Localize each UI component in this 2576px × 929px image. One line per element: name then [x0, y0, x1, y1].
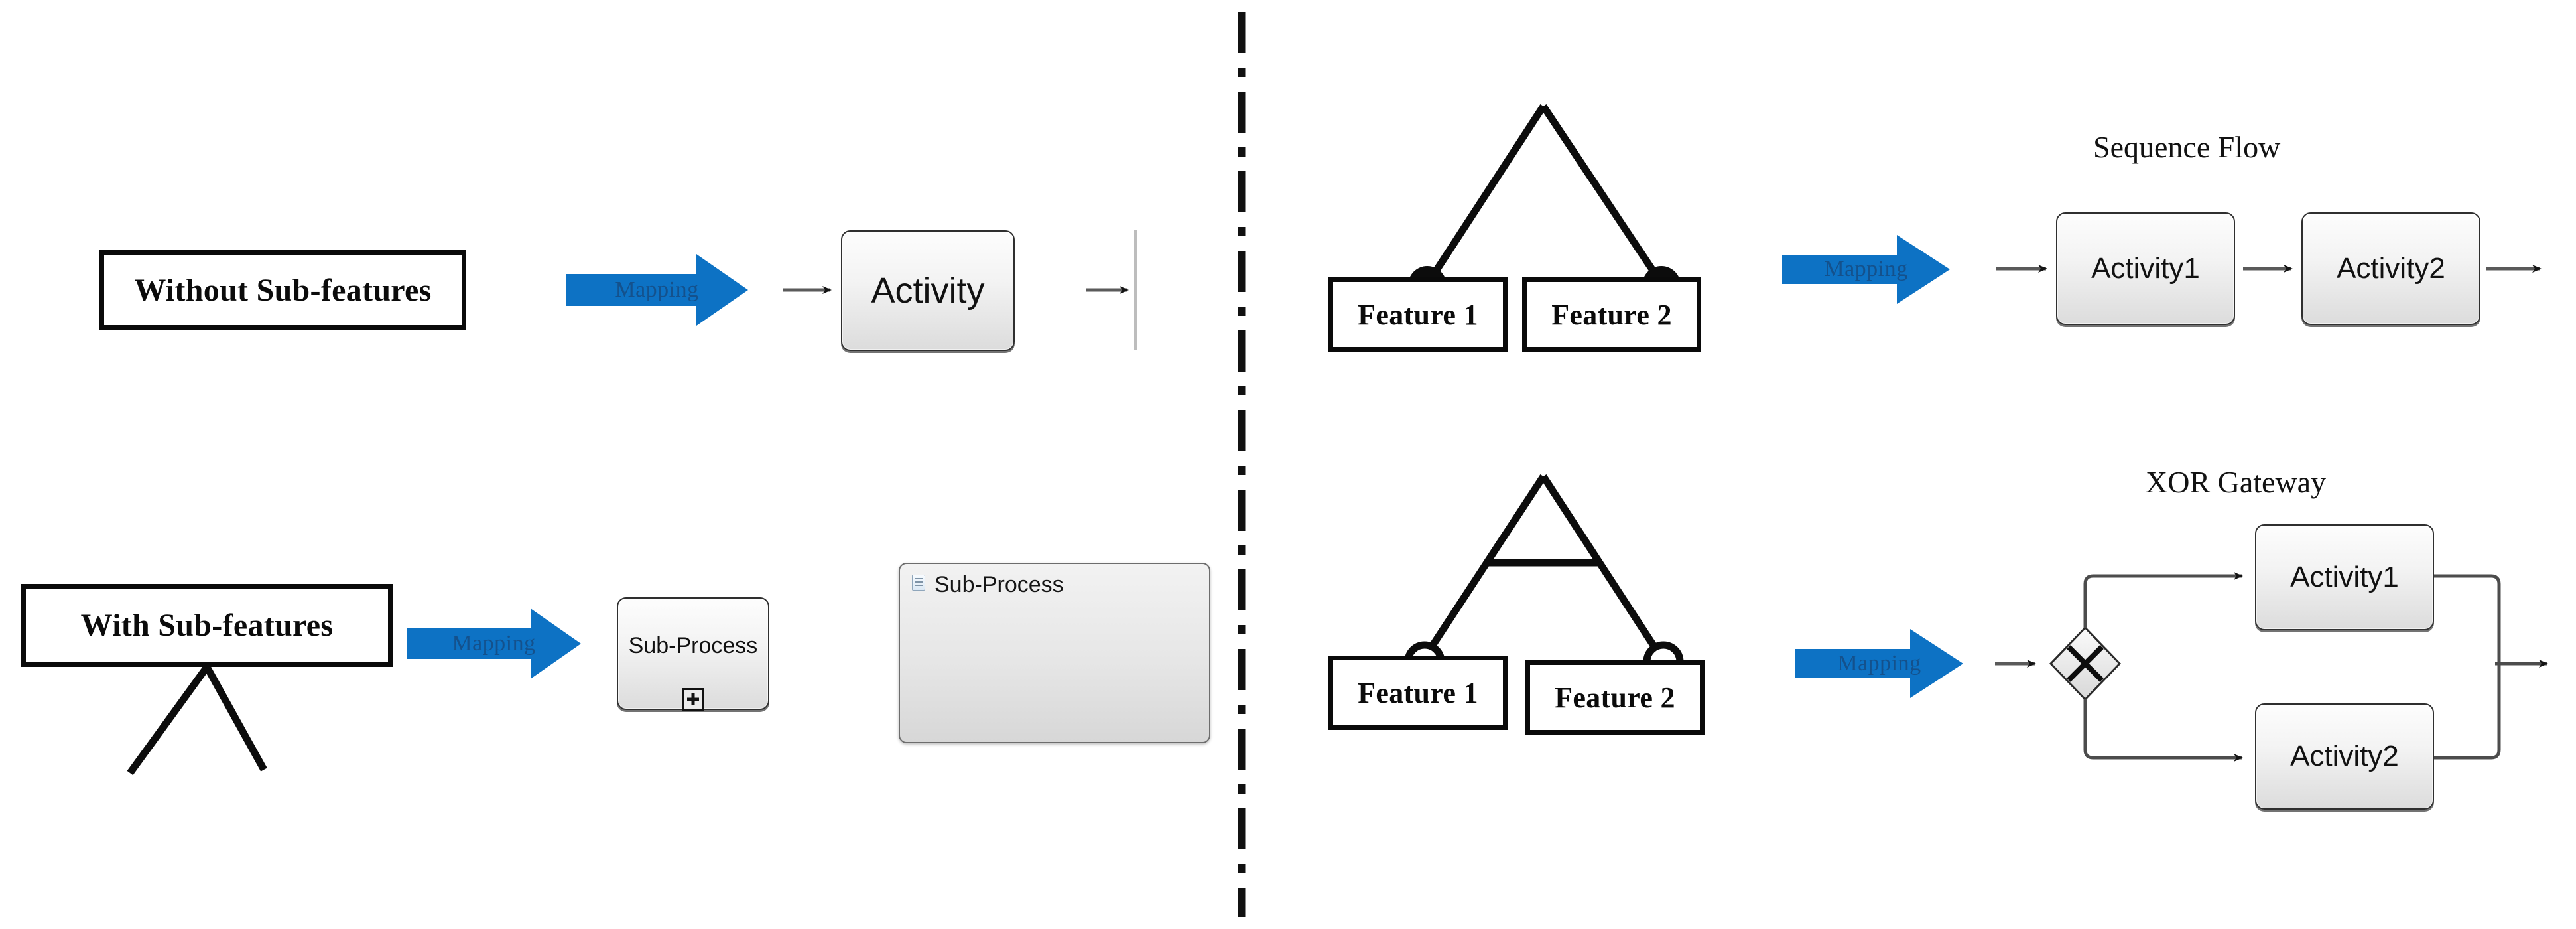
- feature-box-without-sub-features[interactable]: Without Sub-features: [99, 250, 466, 330]
- feature-box-xor-1[interactable]: Feature 1: [1328, 656, 1508, 730]
- mapping-label: Mapping: [1824, 257, 1908, 281]
- alternative-group-tree: [1404, 474, 1684, 682]
- mapping-arrow-shape-4: [1795, 629, 1963, 698]
- bpmn-expanded-subprocess-label: Sub-Process: [934, 572, 1064, 597]
- subprocess-collapse-icon[interactable]: [912, 575, 925, 591]
- bpmn-collapsed-subprocess-box[interactable]: Sub-Process: [617, 597, 769, 711]
- mapping-arrow-1: Mapping: [566, 258, 748, 322]
- feature-box-label: Feature 2: [1551, 298, 1672, 331]
- sub-feature-fork: [127, 664, 267, 776]
- bpmn-activity-label: Activity2: [2290, 740, 2399, 772]
- and-group-tree: [1408, 104, 1681, 305]
- mapping-label: Mapping: [1837, 651, 1921, 676]
- plus-marker-icon: [682, 688, 704, 711]
- mapping-arrow-2: Mapping: [407, 612, 581, 676]
- bpmn-expanded-subprocess-box[interactable]: Sub-Process: [899, 563, 1210, 743]
- bpmn-xor-activity1-box[interactable]: Activity1: [2255, 524, 2434, 630]
- feature-box-label: Without Sub-features: [134, 272, 432, 308]
- caption-text: XOR Gateway: [2146, 465, 2327, 499]
- caption-xor-gateway: XOR Gateway: [2146, 464, 2326, 500]
- mapping-label: Mapping: [452, 631, 536, 656]
- feature-box-label: With Sub-features: [80, 608, 334, 643]
- bpmn-xor-activity2-box[interactable]: Activity2: [2255, 703, 2434, 810]
- feature-box-label: Feature 2: [1555, 681, 1675, 714]
- mapping-arrow-shape-1: [566, 254, 748, 326]
- bpmn-activity-label: Activity2: [2337, 252, 2445, 285]
- activity-outflow-connector: [1086, 230, 1137, 350]
- mapping-label: Mapping: [615, 277, 699, 302]
- bpmn-activity1-box[interactable]: Activity1: [2056, 212, 2235, 325]
- xor-gateway-connectors: [1995, 572, 2548, 762]
- xor-gateway-shape: [2049, 626, 2122, 701]
- feature-box-label: Feature 1: [1358, 676, 1478, 709]
- bpmn-activity-box[interactable]: Activity: [841, 230, 1015, 351]
- bpmn-subprocess-label: Sub-Process: [628, 633, 758, 658]
- mapping-arrow-3: Mapping: [1782, 238, 1950, 301]
- feature-box-label: Feature 1: [1358, 298, 1478, 331]
- feature-box-and-2[interactable]: Feature 2: [1522, 277, 1701, 352]
- bpmn-activity-label: Activity: [871, 271, 985, 311]
- mapping-arrow-shape-2: [407, 608, 581, 679]
- caption-sequence-flow: Sequence Flow: [2093, 129, 2280, 165]
- bpmn-activity2-box[interactable]: Activity2: [2301, 212, 2480, 325]
- feature-box-xor-2[interactable]: Feature 2: [1525, 660, 1705, 735]
- mapping-arrow-4: Mapping: [1795, 632, 1963, 695]
- caption-text: Sequence Flow: [2093, 130, 2281, 164]
- mapping-arrow-shape-3: [1782, 235, 1950, 304]
- feature-box-and-1[interactable]: Feature 1: [1328, 277, 1508, 352]
- bpmn-activity-label: Activity1: [2091, 252, 2200, 285]
- bpmn-activity-label: Activity1: [2290, 561, 2399, 593]
- feature-box-with-sub-features[interactable]: With Sub-features: [21, 584, 393, 667]
